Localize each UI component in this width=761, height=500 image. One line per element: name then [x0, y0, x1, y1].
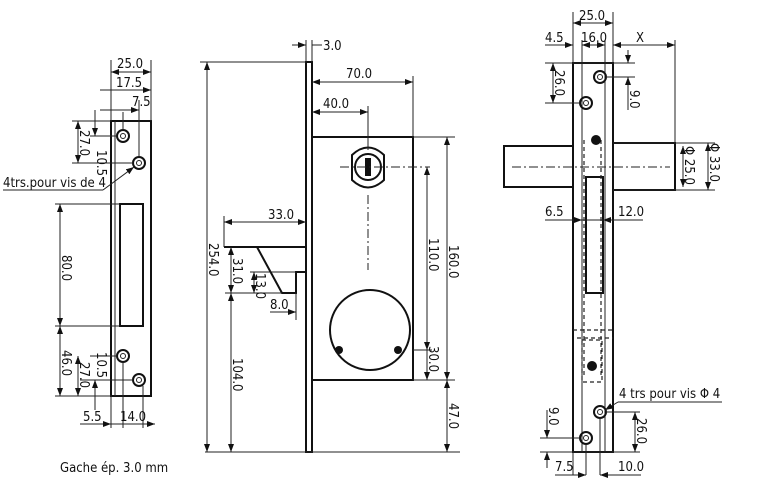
dim-10: 10.0: [618, 460, 644, 475]
dim-d25: Φ 25.0: [681, 146, 696, 185]
screw-note-front: 4 trs pour vis Φ 4: [619, 387, 720, 402]
dim-6-5: 6.5: [545, 205, 564, 220]
lock-body: [311, 136, 414, 381]
dim-25: 25.0: [117, 57, 143, 72]
dim-31: 31.0: [229, 258, 244, 284]
dim-10-5: 10.5: [93, 150, 108, 176]
dim-13: 13.0: [252, 273, 267, 299]
dim-46: 46.0: [58, 350, 73, 376]
dim-d33: Φ 33.0: [706, 143, 721, 182]
dim-27-bottom: 27.0: [76, 362, 91, 388]
dim-8: 8.0: [270, 298, 289, 313]
lock-front-view: 25.0 4.5 16.0 X 26.0 9.0 Φ 25.0 Φ 33.0 6…: [503, 9, 722, 478]
screw-hole-icon: [116, 129, 146, 387]
strike-plate-view: 25.0 17.5 7.5 27.0 10.5 80.0 46.0 27.0 1…: [3, 57, 168, 476]
dim-104: 104.0: [229, 358, 244, 391]
dim-70: 70.0: [346, 67, 372, 82]
dim-26-bottom: 26.0: [633, 418, 648, 444]
dim-40: 40.0: [323, 97, 349, 112]
latch-opening: [119, 203, 144, 327]
dim-4-5: 4.5: [545, 31, 564, 46]
screw-note: 4trs.pour vis de 4: [3, 176, 106, 191]
dim-26: 26.0: [551, 70, 566, 96]
strike-plate-caption: Gache ép. 3.0 mm: [60, 461, 168, 476]
dim-25-front: 25.0: [579, 9, 605, 24]
dim-17-5: 17.5: [116, 76, 142, 91]
dim-80: 80.0: [58, 255, 73, 281]
dim-x: X: [636, 31, 644, 46]
dim-47: 47.0: [445, 403, 460, 429]
dim-14: 14.0: [120, 410, 146, 425]
dim-3: 3.0: [323, 39, 342, 54]
dim-9-bottom: 9.0: [545, 407, 560, 426]
dim-27: 27.0: [76, 130, 91, 156]
dim-110: 110.0: [425, 238, 440, 271]
dim-254: 254.0: [205, 243, 220, 276]
dim-12: 12.0: [618, 205, 644, 220]
dim-33: 33.0: [268, 208, 294, 223]
follower-hub: [329, 289, 411, 371]
dim-7-5: 7.5: [132, 95, 151, 110]
dim-9: 9.0: [626, 90, 641, 109]
dim-16: 16.0: [581, 31, 607, 46]
dim-5-5: 5.5: [83, 410, 102, 425]
dim-10-5-bottom: 10.5: [93, 352, 108, 378]
strike-plate-outline: [110, 120, 152, 397]
front-plate: [572, 62, 614, 453]
bolt-slot: [585, 176, 604, 294]
cylinder-left: [503, 145, 574, 188]
dim-160: 160.0: [445, 245, 460, 278]
dim-7-5-front: 7.5: [555, 460, 574, 475]
lock-side-view: 3.0 70.0 40.0 33.0 254.0 31.0 13.0 8.0 1…: [200, 39, 460, 453]
dim-30: 30.0: [425, 346, 440, 372]
